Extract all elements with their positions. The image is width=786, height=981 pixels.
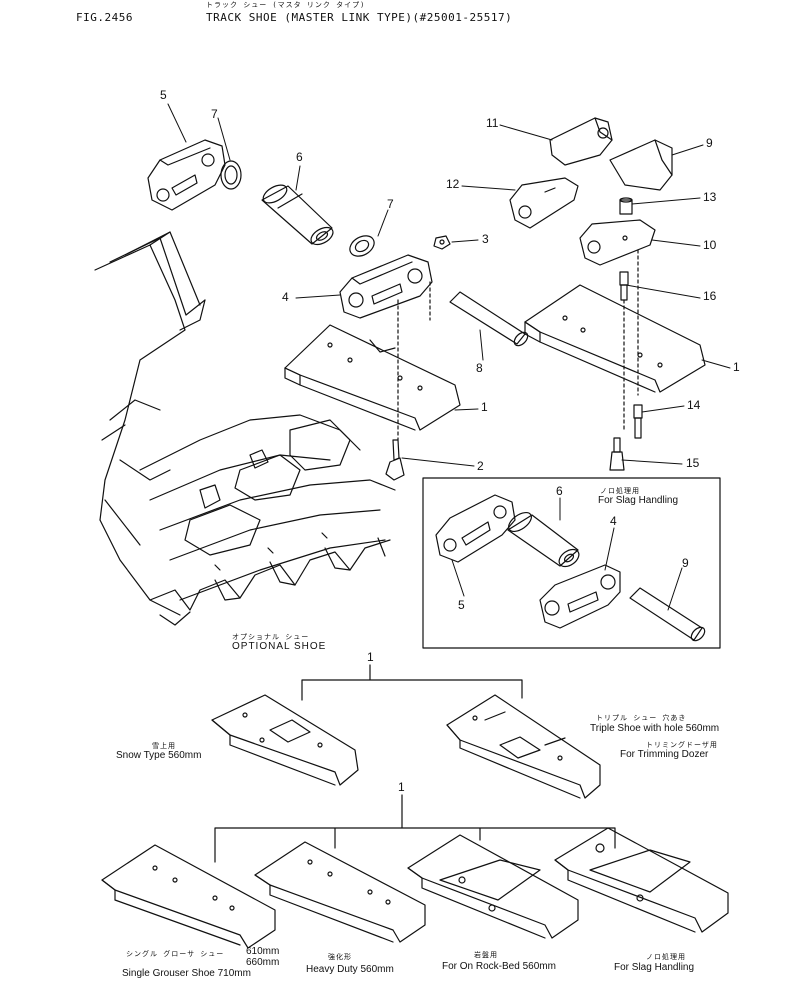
diagram-title: TRACK SHOE (MASTER LINK TYPE)(#25001-255… [206, 11, 513, 24]
leader-lines [168, 104, 730, 610]
rock-bed-jp: 岩盤用 [474, 951, 498, 959]
seal-part-7-lower [346, 232, 378, 261]
bolt-part-2 [386, 440, 404, 480]
optional-shoe-jp: オプショナル シュー [232, 633, 310, 641]
slag-bottom-jp: ノロ処理用 [646, 953, 686, 961]
bolt-part-15 [610, 438, 624, 470]
part-13 [620, 198, 632, 214]
callout-8: 8 [476, 361, 483, 375]
title-japanese: トラック シュー (マスタ リンク タイプ) [206, 1, 366, 9]
single-grouser-caption: Single Grouser Shoe 710mm [122, 968, 251, 979]
inset-link-4 [540, 565, 620, 628]
trimming-dozer-jp: トリミングドーザ用 [646, 741, 718, 749]
bushing-part-6 [260, 181, 336, 248]
callout-inset-5: 5 [458, 598, 465, 612]
inset-pin-9 [630, 588, 707, 643]
track-assembly-drawing [95, 232, 395, 625]
callout-11: 11 [486, 116, 499, 130]
triple-shoe-caption: Triple Shoe with hole 560mm [590, 723, 720, 734]
slag-handling-inset [423, 478, 720, 648]
slag-top-caption: For Slag Handling [598, 495, 679, 506]
callout-2: 2 [477, 459, 484, 473]
snow-type-jp: 雪上用 [152, 742, 176, 750]
part-10 [580, 220, 655, 265]
callout-14: 14 [687, 398, 701, 412]
single-grouser-size-2: 660mm [246, 957, 280, 968]
bolt-part-14 [634, 405, 642, 438]
single-grouser-jp: シングル グローサ シュー [126, 950, 225, 958]
callout-15: 15 [686, 456, 700, 470]
callout-3: 3 [482, 232, 489, 246]
callout-inset-6: 6 [556, 484, 563, 498]
callout-7: 7 [211, 107, 218, 121]
callout-6: 6 [296, 150, 303, 164]
trimming-dozer-caption: For Trimming Dozer [620, 749, 709, 760]
single-grouser-size-1: 610mm [246, 946, 280, 957]
part-9-upper [610, 140, 672, 190]
callout-7b: 7 [387, 197, 394, 211]
pin-part-8 [450, 292, 530, 348]
slag-top-jp: ノロ処理用 [600, 487, 640, 495]
callout-9: 9 [706, 136, 713, 150]
slag-handling-shoe-bottom [555, 828, 728, 932]
callout-4: 4 [282, 290, 289, 304]
bolt-part-16 [620, 272, 628, 300]
callout-optional-1: 1 [367, 650, 374, 664]
track-shoe-part-1-left [285, 325, 460, 430]
rock-bed-shoe [408, 835, 578, 938]
optional-shoe-caption: OPTIONAL SHOE [232, 641, 327, 652]
master-link-part-4 [340, 255, 432, 318]
callout-12: 12 [446, 177, 460, 191]
triple-shoe-jp: トリプル シュー 穴あき [596, 714, 687, 722]
callout-inset-9: 9 [682, 556, 689, 570]
master-link-part-5 [148, 140, 225, 210]
single-grouser-shoe [102, 845, 275, 948]
callout-optional-1b: 1 [398, 780, 405, 794]
part-11 [550, 118, 612, 165]
triple-shoe-with-hole [447, 695, 600, 798]
callout-5: 5 [160, 88, 167, 102]
inset-bushing-6 [505, 509, 582, 570]
rock-bed-caption: For On Rock-Bed 560mm [442, 961, 556, 972]
seal-part-7-upper [221, 161, 241, 189]
callout-1b: 1 [733, 360, 740, 374]
optional-shoe-tree [215, 665, 615, 862]
figure-number: FIG.2456 [76, 11, 133, 24]
snow-type-caption: Snow Type 560mm [116, 750, 202, 761]
slag-bottom-caption: For Slag Handling [614, 962, 695, 973]
heavy-duty-jp: 強化形 [328, 953, 352, 961]
callout-1: 1 [481, 400, 488, 414]
track-shoe-part-1-right [525, 285, 705, 392]
inset-link-5 [436, 495, 515, 562]
callout-10: 10 [703, 238, 717, 252]
callout-16: 16 [703, 289, 717, 303]
heavy-duty-shoe [255, 842, 425, 942]
callout-13: 13 [703, 190, 717, 204]
heavy-duty-caption: Heavy Duty 560mm [306, 964, 394, 975]
snow-type-shoe [212, 695, 358, 785]
nut-part-3 [434, 236, 450, 249]
callout-inset-4: 4 [610, 514, 617, 528]
part-12 [510, 178, 578, 228]
